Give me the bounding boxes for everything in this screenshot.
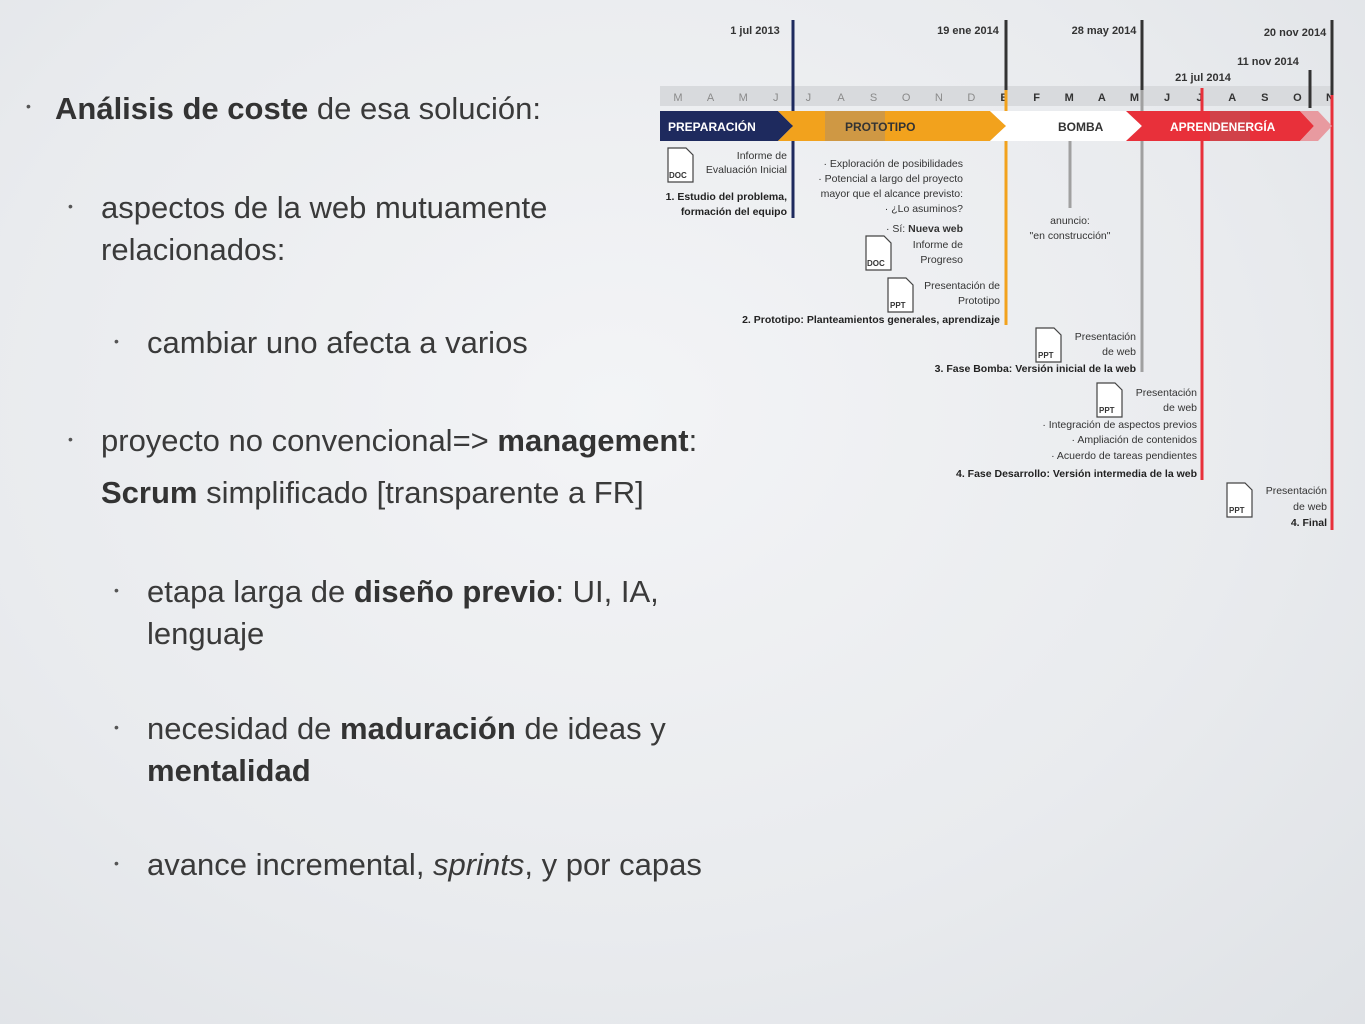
svg-text:Prototipo: Prototipo bbox=[958, 295, 1000, 307]
phase-preparacion-bar bbox=[660, 111, 793, 141]
doc-icon: DOC bbox=[667, 147, 694, 183]
date-21jul2014: 21 jul 2014 bbox=[1175, 72, 1232, 84]
phase-bomba-label: BOMBA bbox=[1058, 120, 1104, 134]
svg-text:· Exploración de posibilidades: · Exploración de posibilidades bbox=[824, 158, 964, 170]
month-label: O bbox=[902, 92, 911, 104]
svg-text:2. Prototipo: Planteamientos g: 2. Prototipo: Planteamientos generales, … bbox=[742, 314, 1000, 326]
bullet-dot: • bbox=[26, 98, 31, 114]
doc-icon: DOC bbox=[865, 235, 892, 271]
bullet-scrum: Scrum simplificado [transparente a FR] bbox=[101, 475, 644, 510]
svg-text:Presentación: Presentación bbox=[1075, 331, 1136, 343]
bullet-dot: • bbox=[114, 333, 119, 349]
svg-text:3. Fase Bomba: Versión inicial: 3. Fase Bomba: Versión inicial de la web bbox=[935, 363, 1136, 375]
svg-text:PPT: PPT bbox=[1229, 506, 1245, 515]
svg-text:PPT: PPT bbox=[1099, 406, 1115, 415]
phase-prototipo-shade bbox=[825, 111, 885, 141]
svg-text:Informe de: Informe de bbox=[737, 150, 787, 162]
bullet-aspectos-line2: relacionados: bbox=[101, 232, 286, 267]
date-1jul2013: 1 jul 2013 bbox=[730, 25, 780, 37]
svg-text:Informe de: Informe de bbox=[913, 239, 963, 251]
project-timeline-diagram: M A M J J A S O N D E F M A M J J A S O N 1 jul 2013 19 ene … bbox=[660, 20, 1334, 530]
bullet-cambiar: cambiar uno afecta a varios bbox=[147, 325, 528, 360]
bullet-necesidad-line2: mentalidad bbox=[147, 753, 311, 788]
svg-text:DOC: DOC bbox=[669, 171, 687, 180]
svg-text:anuncio:: anuncio: bbox=[1050, 215, 1090, 227]
svg-text:DOC: DOC bbox=[867, 259, 885, 268]
phase-prototipo-label: PROTOTIPO bbox=[845, 120, 915, 134]
month-label: N bbox=[935, 92, 943, 104]
phase-preparacion-label: PREPARACIÓN bbox=[668, 119, 756, 134]
svg-text:"en construcción": "en construcción" bbox=[1030, 230, 1111, 242]
month-label: J bbox=[1197, 92, 1203, 104]
ppt-icon: PPT bbox=[887, 277, 914, 313]
svg-text:Presentación de: Presentación de bbox=[924, 280, 1000, 292]
bullet-dot: • bbox=[114, 719, 119, 735]
svg-text:de web: de web bbox=[1102, 346, 1136, 358]
svg-text:formación del equipo: formación del equipo bbox=[681, 206, 787, 218]
month-label: D bbox=[967, 92, 975, 104]
svg-text:PPT: PPT bbox=[1038, 351, 1054, 360]
bullet-dot: • bbox=[114, 582, 119, 598]
month-label: A bbox=[1098, 92, 1106, 104]
month-label: A bbox=[707, 92, 715, 104]
month-label: J bbox=[1164, 92, 1170, 104]
svg-text:4. Final: 4. Final bbox=[1291, 517, 1327, 529]
month-label: A bbox=[837, 92, 845, 104]
bullet-proyecto: proyecto no convencional=> management: bbox=[101, 423, 698, 458]
month-label: J bbox=[773, 92, 779, 104]
month-label: M bbox=[739, 92, 748, 104]
month-strip bbox=[660, 86, 1332, 106]
phase-aprendenergia-label: APRENDENERGÍA bbox=[1170, 119, 1276, 134]
bullet-dot: • bbox=[68, 198, 73, 214]
ppt-icon: PPT bbox=[1096, 382, 1123, 418]
nueva-web-line: · Sí: Nueva web bbox=[886, 223, 963, 235]
month-label: M bbox=[1130, 92, 1139, 104]
month-label: J bbox=[806, 92, 812, 104]
svg-text:mayor que el alcance previsto:: mayor que el alcance previsto: bbox=[821, 188, 963, 200]
svg-text:Evaluación Inicial: Evaluación Inicial bbox=[706, 164, 787, 176]
svg-text:· ¿Lo asuminos?: · ¿Lo asuminos? bbox=[885, 203, 963, 215]
month-label: S bbox=[870, 92, 877, 104]
svg-text:1. Estudio del problema,: 1. Estudio del problema, bbox=[666, 191, 787, 203]
svg-text:· Potencial a largo del proyec: · Potencial a largo del proyecto bbox=[818, 173, 963, 185]
month-label: O bbox=[1293, 92, 1302, 104]
date-20nov2014: 20 nov 2014 bbox=[1264, 27, 1327, 39]
svg-text:PPT: PPT bbox=[890, 301, 906, 310]
svg-text:4. Fase Desarrollo: Versión in: 4. Fase Desarrollo: Versión intermedia d… bbox=[956, 468, 1197, 480]
phase-bomba-bar bbox=[990, 111, 1142, 141]
bold-text: Análisis de coste bbox=[55, 91, 309, 126]
date-19ene2014: 19 ene 2014 bbox=[937, 25, 1000, 37]
month-label: F bbox=[1033, 92, 1040, 104]
bullet-dot: • bbox=[114, 855, 119, 871]
svg-text:de web: de web bbox=[1293, 501, 1327, 513]
month-label: E bbox=[1000, 92, 1007, 104]
svg-text:· Ampliación de contenidos: · Ampliación de contenidos bbox=[1072, 434, 1198, 446]
month-label: A bbox=[1228, 92, 1236, 104]
bullet-avance: avance incremental, sprints, y por capas bbox=[147, 847, 702, 882]
month-label: M bbox=[673, 92, 682, 104]
bullet-etapa: etapa larga de diseño previo: UI, IA, bbox=[147, 574, 659, 609]
svg-text:Progreso: Progreso bbox=[920, 254, 963, 266]
month-label: M bbox=[1065, 92, 1074, 104]
month-label: N bbox=[1326, 92, 1334, 104]
ppt-icon: PPT bbox=[1035, 327, 1062, 363]
month-label: S bbox=[1261, 92, 1268, 104]
date-28may2014: 28 may 2014 bbox=[1072, 25, 1138, 37]
bullet-etapa-line2: lenguaje bbox=[147, 616, 265, 651]
ppt-icon: PPT bbox=[1226, 482, 1253, 518]
svg-text:· Integración de aspectos prev: · Integración de aspectos previos bbox=[1042, 419, 1197, 431]
svg-text:Presentación: Presentación bbox=[1136, 387, 1197, 399]
date-11nov2014: 11 nov 2014 bbox=[1237, 56, 1300, 68]
phase-final-tip bbox=[1300, 111, 1332, 141]
svg-text:Presentación: Presentación bbox=[1266, 485, 1327, 497]
bullet-dot: • bbox=[68, 431, 73, 447]
svg-text:de web: de web bbox=[1163, 402, 1197, 414]
phase-aprendenergia-shade bbox=[1210, 111, 1250, 141]
bullet-analisis: Análisis de coste de esa solución: bbox=[55, 91, 541, 126]
svg-text:· Acuerdo de tareas pendientes: · Acuerdo de tareas pendientes bbox=[1051, 450, 1197, 462]
bullet-aspectos: aspectos de la web mutuamente bbox=[101, 190, 548, 225]
bullet-necesidad: necesidad de maduración de ideas y bbox=[147, 711, 666, 746]
